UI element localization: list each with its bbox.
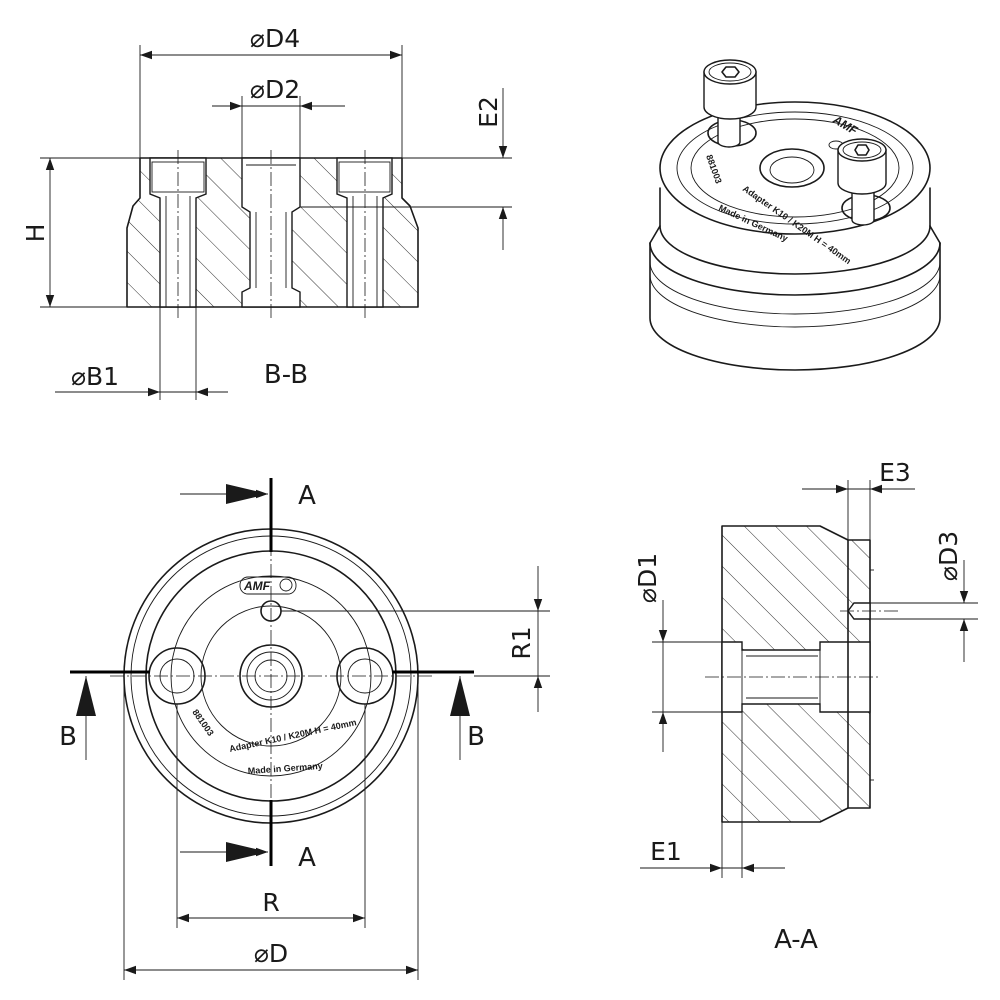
dimension-d4-label: ⌀D4 — [250, 24, 300, 53]
top-view-origin: Made in Germany — [247, 761, 323, 776]
dimension-e3-label: E3 — [879, 458, 911, 487]
section-bb-view: ⌀D4 ⌀D2 E2 H ⌀B1 B-B — [21, 24, 512, 400]
iso-center-bore — [759, 148, 825, 188]
cut-b-left-label: B — [59, 722, 77, 752]
dimension-r1-label: R1 — [507, 626, 536, 659]
iso-left-bolt — [703, 59, 757, 148]
dimension-d3-label: ⌀D3 — [934, 531, 963, 581]
dimension-d1-label: ⌀D1 — [633, 553, 662, 603]
dimension-d-label: ⌀D — [254, 939, 288, 968]
isometric-view: Adapter K10 / K20M H = 40mm 881003 Made … — [649, 59, 941, 371]
top-view-description: Adapter K10 / K20M H = 40mm — [228, 717, 357, 754]
dimension-d2-label: ⌀D2 — [250, 75, 300, 104]
section-aa-label: A-A — [774, 925, 818, 955]
iso-amf-logo: AMF — [830, 112, 861, 138]
top-view-part-number: 881003 — [190, 707, 215, 737]
svg-text:AMF: AMF — [243, 579, 271, 593]
section-aa-view: E3 ⌀D3 ⌀D1 E1 A-A — [633, 458, 978, 955]
cut-a-bottom-label: A — [298, 843, 316, 873]
dimension-e1-label: E1 — [650, 837, 682, 866]
right-bolt-bore — [336, 157, 393, 308]
iso-engraved-part-number: 881003 — [704, 153, 724, 185]
cut-b-right-label: B — [467, 722, 485, 752]
iso-lower-body — [649, 242, 941, 371]
top-view-amf-logo: AMF — [239, 576, 297, 595]
cut-a-top-label: A — [298, 481, 316, 511]
dimension-r-label: R — [262, 888, 279, 917]
dimension-b1-label: ⌀B1 — [71, 362, 119, 391]
dimension-e2-label: E2 — [474, 96, 503, 128]
right-bolt-head — [338, 161, 391, 193]
iso-right-bolt — [837, 138, 887, 226]
iso-top-face — [659, 101, 931, 235]
section-bb-label: B-B — [264, 360, 308, 390]
dimension-h-label: H — [21, 224, 50, 243]
top-view: AMF 881003 Adapter K10 / K20M H = 40mm M… — [59, 478, 550, 980]
